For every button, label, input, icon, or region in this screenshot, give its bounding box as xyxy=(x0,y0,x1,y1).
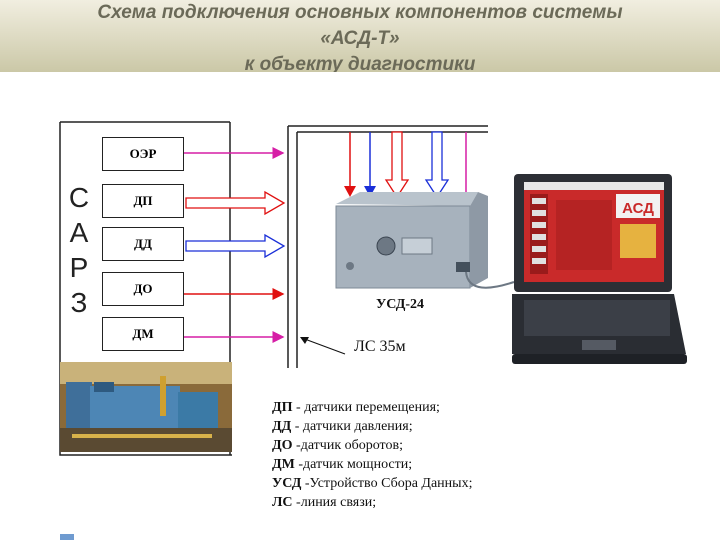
accent-stripe xyxy=(60,534,74,540)
turbine-photo xyxy=(60,362,232,452)
legend-item: ДД - датчики давления; xyxy=(272,419,413,434)
sensor-label: ОЭР xyxy=(129,146,157,161)
header-banner: Схема подключения основных компонентов с… xyxy=(0,0,720,72)
line-label: ЛС 35м xyxy=(354,338,406,355)
legend-item: ЛС -линия связи; xyxy=(272,495,377,510)
sensor-label: ДМ xyxy=(132,326,154,341)
sensor-box-oer: ОЭР xyxy=(102,137,184,171)
ls-pointer xyxy=(301,337,346,355)
sensor-label: ДО xyxy=(133,281,153,296)
sensor-label: ДП xyxy=(133,193,153,208)
device-label: УСД-24 xyxy=(376,297,424,312)
sensor-box-dp: ДП xyxy=(102,184,184,218)
sarz-frame xyxy=(59,122,232,456)
dd-arrow xyxy=(185,233,286,259)
legend-item: ДО -датчик оборотов; xyxy=(272,438,403,453)
usd-24-device xyxy=(335,192,488,289)
sarz-letter: Р xyxy=(69,252,89,283)
sarz-letters: С А Р З xyxy=(64,180,94,320)
legend-item: ДП - датчики перемещения; xyxy=(272,400,440,415)
sarz-letter: З xyxy=(70,287,88,318)
down-arrow-hollow-blue xyxy=(424,131,450,199)
page-title: Схема подключения основных компонентов с… xyxy=(97,2,623,72)
sensor-box-dd: ДД xyxy=(102,227,184,261)
cable xyxy=(465,271,515,289)
dp-arrow xyxy=(185,190,286,216)
legend-item: УСД -Устройство Сбора Данных; xyxy=(272,476,473,491)
down-arrow-hollow-red xyxy=(384,131,410,199)
sarz-letter: А xyxy=(69,217,89,248)
legend: ДП - датчики перемещения; ДД - датчики д… xyxy=(272,398,472,512)
sensor-label: ДД xyxy=(134,236,152,251)
laptop: АСД xyxy=(512,174,687,364)
legend-item: ДМ -датчик мощности; xyxy=(272,457,413,472)
screen-logo: АСД xyxy=(622,200,654,217)
sarz-letter: С xyxy=(68,182,90,213)
sensor-box-dm: ДМ xyxy=(102,317,184,351)
sensor-box-do: ДО xyxy=(102,272,184,306)
